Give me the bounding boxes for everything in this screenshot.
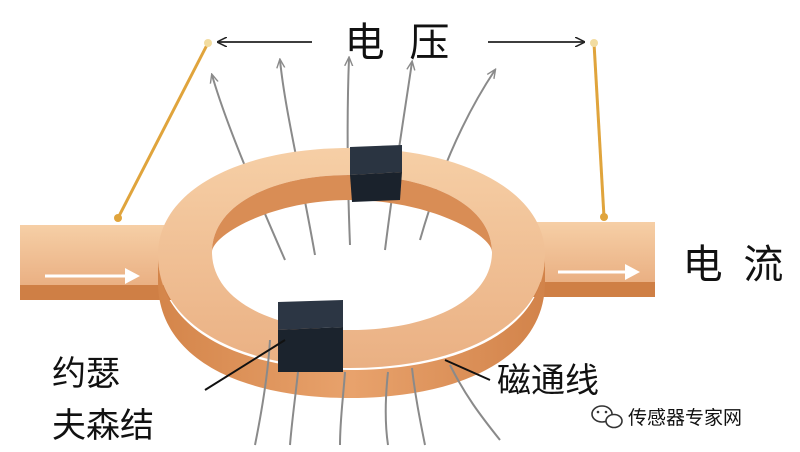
flux-line: [212, 75, 286, 261]
ring-top: [158, 148, 545, 368]
wechat-icon: [591, 405, 623, 429]
current-arrows: [45, 264, 640, 284]
flux-line: [419, 70, 495, 241]
right-lead: [525, 222, 655, 297]
watermark: 传感器专家网: [591, 405, 742, 429]
josephson-junction-front: [278, 300, 343, 372]
probe-wire-left: [116, 42, 210, 219]
current-label: 电 流: [683, 242, 788, 288]
flux-line: [384, 62, 412, 251]
flux-line: [289, 371, 299, 446]
left-lead: [20, 225, 175, 300]
flux-line: [449, 364, 501, 441]
junction-pointer: [204, 339, 286, 391]
junction-label-line2: 夫森结: [52, 406, 154, 446]
flux-line: [384, 371, 389, 446]
flux-lines-label: 磁通线: [497, 361, 599, 401]
probe-wire-right: [592, 42, 606, 218]
voltage-label: 电 压: [345, 20, 456, 66]
flux-line: [254, 339, 271, 446]
josephson-junction-back: [350, 145, 402, 202]
ring-inner-wall: [212, 175, 492, 252]
flux-line: [339, 371, 346, 446]
voltage-probes: [114, 39, 608, 222]
flux-line: [411, 367, 426, 446]
flux-line: [280, 60, 316, 256]
flux-line: [348, 58, 350, 246]
junction-label-line1: 约瑟: [52, 354, 120, 394]
flux-lines-back: [212, 58, 495, 261]
flux-pointer: [444, 359, 491, 381]
watermark-text: 传感器专家网: [628, 407, 742, 429]
flux-lines-front: [254, 339, 501, 446]
